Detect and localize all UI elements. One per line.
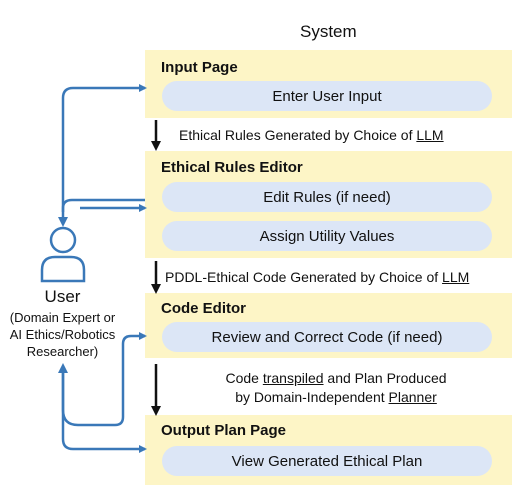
llm-link[interactable]: LLM <box>416 127 444 143</box>
panel-title: Output Plan Page <box>161 422 287 439</box>
transpiled-link[interactable]: transpiled <box>262 370 324 386</box>
review-and-correct-code-button[interactable]: Review and Correct Code (if need) <box>162 322 492 352</box>
assign-utility-values-button[interactable]: Assign Utility Values <box>162 221 492 251</box>
transition-label-3: Code transpiled and Plan Produced by Dom… <box>225 370 447 405</box>
arrow-user-to-input-page <box>61 84 147 212</box>
panel-title: Code Editor <box>161 300 246 317</box>
user-icon <box>40 226 86 283</box>
transition-label-2: PDDL-Ethical Code Generated by Choice of… <box>165 269 470 285</box>
edit-rules-button[interactable]: Edit Rules (if need) <box>162 182 492 212</box>
arrow-user-to-output-page <box>61 368 147 453</box>
enter-user-input-button[interactable]: Enter User Input <box>162 81 492 111</box>
llm-link[interactable]: LLM <box>442 269 470 285</box>
arrow-output-to-code-editor <box>78 332 147 427</box>
planner-link[interactable]: Planner <box>388 389 437 405</box>
view-generated-ethical-plan-button[interactable]: View Generated Ethical Plan <box>162 446 492 476</box>
transition-label-1: Ethical Rules Generated by Choice of LLM <box>179 127 444 143</box>
user-title: User <box>44 287 81 306</box>
output-plan-page-panel: Output Plan Page View Generated Ethical … <box>145 415 512 485</box>
panel-title: Ethical Rules Editor <box>161 159 303 176</box>
ethical-rules-editor-panel: Ethical Rules Editor Edit Rules (if need… <box>145 151 512 258</box>
user-description: (Domain Expert or AI Ethics/Robotics Res… <box>9 310 116 359</box>
system-title: System <box>300 22 357 41</box>
panel-title: Input Page <box>161 59 238 76</box>
code-editor-panel: Code Editor Review and Correct Code (if … <box>145 293 512 358</box>
arrow-loop-to-user <box>58 363 79 427</box>
input-page-panel: Input Page Enter User Input <box>145 50 512 118</box>
arrow-editor-to-user <box>58 198 145 227</box>
